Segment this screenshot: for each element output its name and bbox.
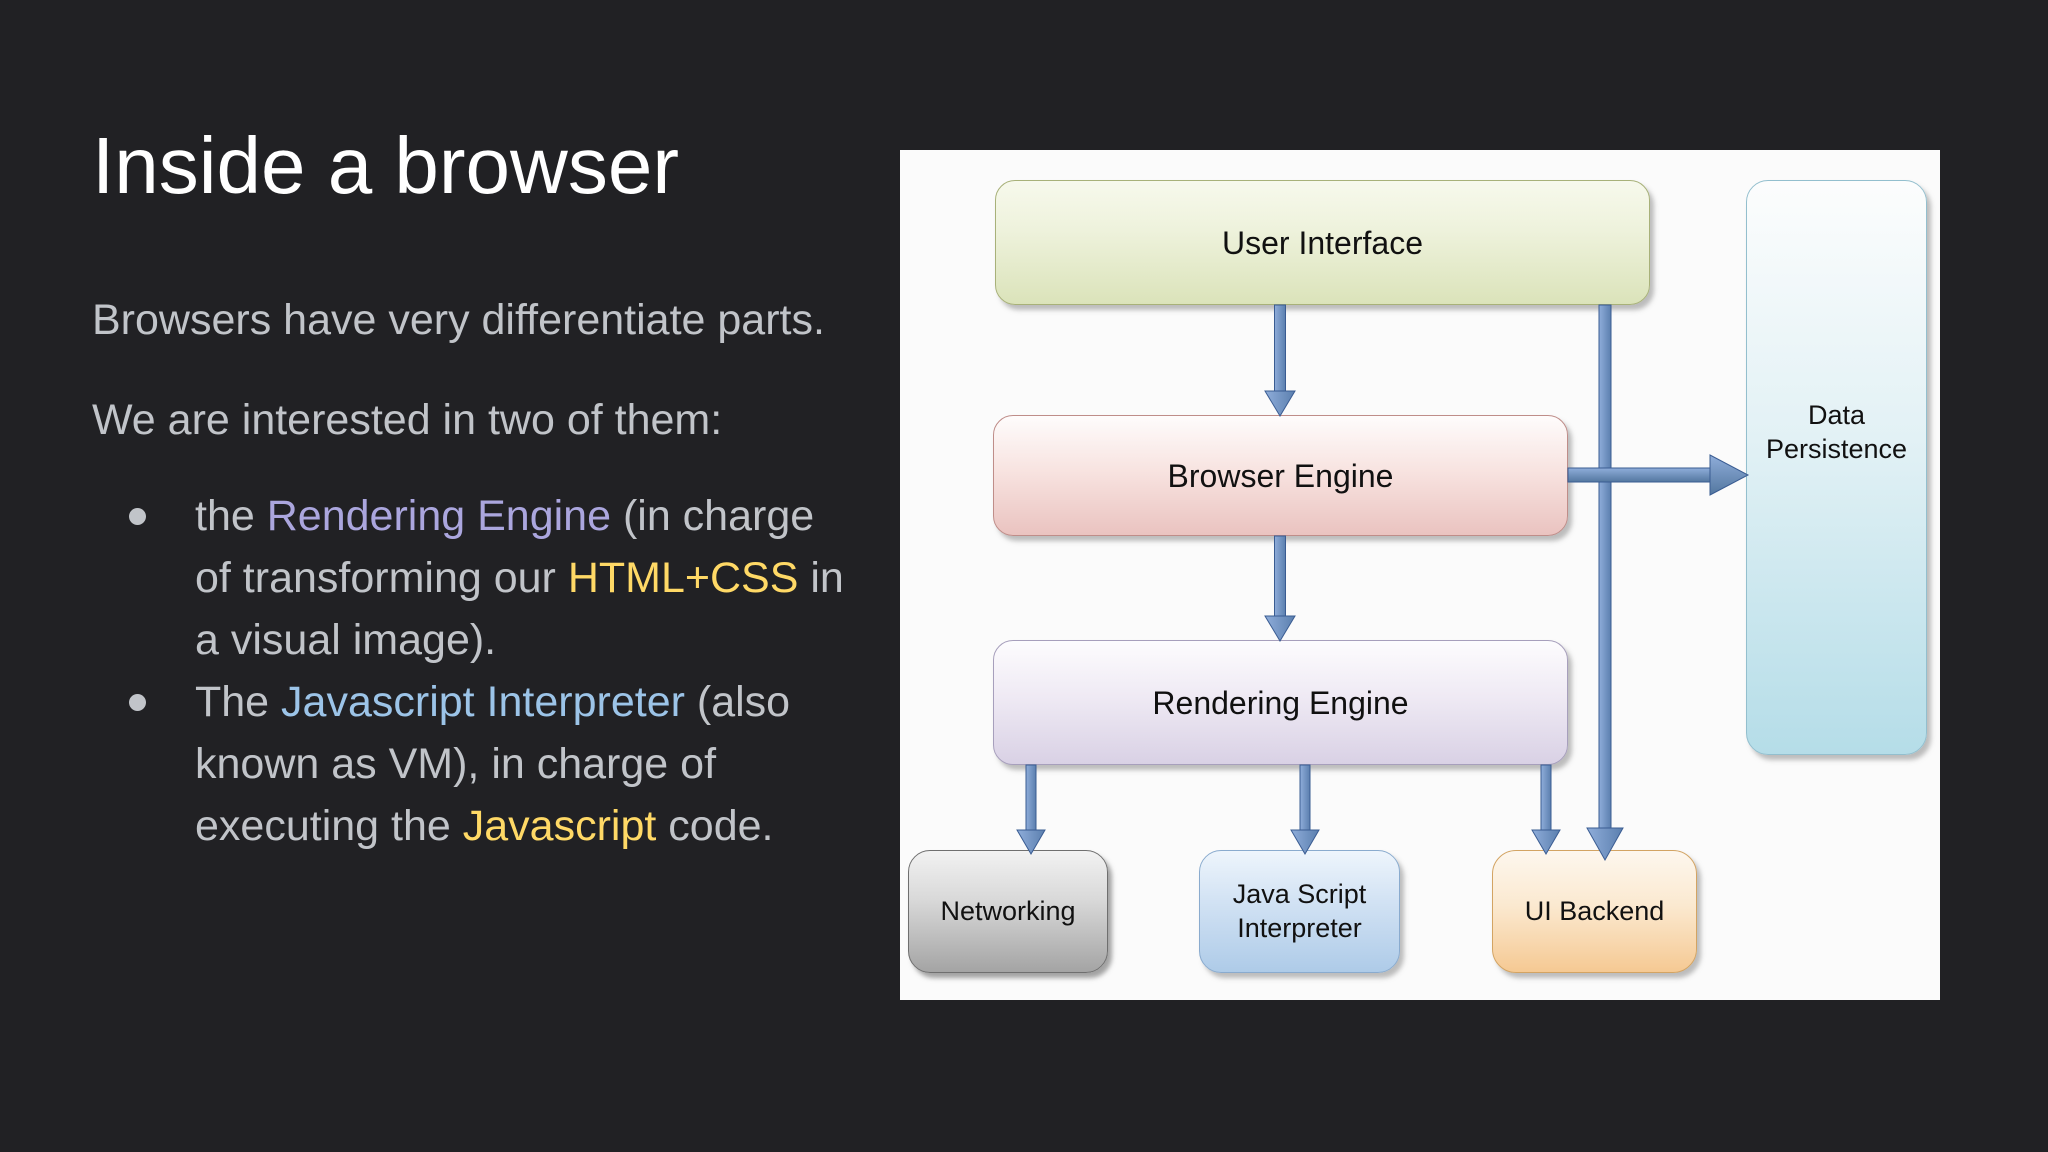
- node-ui-backend-label: UI Backend: [1524, 895, 1665, 926]
- arrow-user-interface-to-browser-engine: [1264, 304, 1296, 417]
- node-ui-backend: UI Backend: [1492, 850, 1697, 973]
- page-title: Inside a browser: [92, 121, 679, 210]
- paragraph-interest: We are interested in two of them:: [92, 396, 723, 444]
- bullet-dot: [129, 508, 146, 525]
- arrow-rendering-engine-to-ui-backend: [1531, 764, 1561, 855]
- arrow-browser-engine-to-data-persistence: [1567, 454, 1750, 496]
- arrow-user-interface-to-ui-backend: [1586, 304, 1624, 862]
- node-rendering-engine-label: Rendering Engine: [1152, 684, 1409, 721]
- node-networking-label: Networking: [940, 895, 1076, 926]
- bullet-dot: [129, 694, 146, 711]
- node-javascript-interpreter: Java Script Interpreter: [1199, 850, 1400, 973]
- node-user-interface-label: User Interface: [1222, 224, 1423, 261]
- node-user-interface: User Interface: [995, 180, 1650, 305]
- node-data-persistence: Data Persistence: [1746, 180, 1927, 755]
- arrow-rendering-engine-to-javascript-interpreter: [1290, 764, 1320, 855]
- node-networking: Networking: [908, 850, 1108, 973]
- node-browser-engine: Browser Engine: [993, 415, 1568, 536]
- node-browser-engine-label: Browser Engine: [1167, 457, 1394, 494]
- browser-architecture-diagram: User Interface Browser Engine Rendering …: [900, 150, 1940, 1000]
- node-data-persistence-label: Data Persistence: [1765, 400, 1908, 464]
- paragraph-intro: Browsers have very differentiate parts.: [92, 296, 825, 344]
- arrow-browser-engine-to-rendering-engine: [1264, 535, 1296, 642]
- node-javascript-interpreter-label: Java Script Interpreter: [1232, 878, 1367, 943]
- arrow-rendering-engine-to-networking: [1016, 764, 1046, 855]
- node-rendering-engine: Rendering Engine: [993, 640, 1568, 765]
